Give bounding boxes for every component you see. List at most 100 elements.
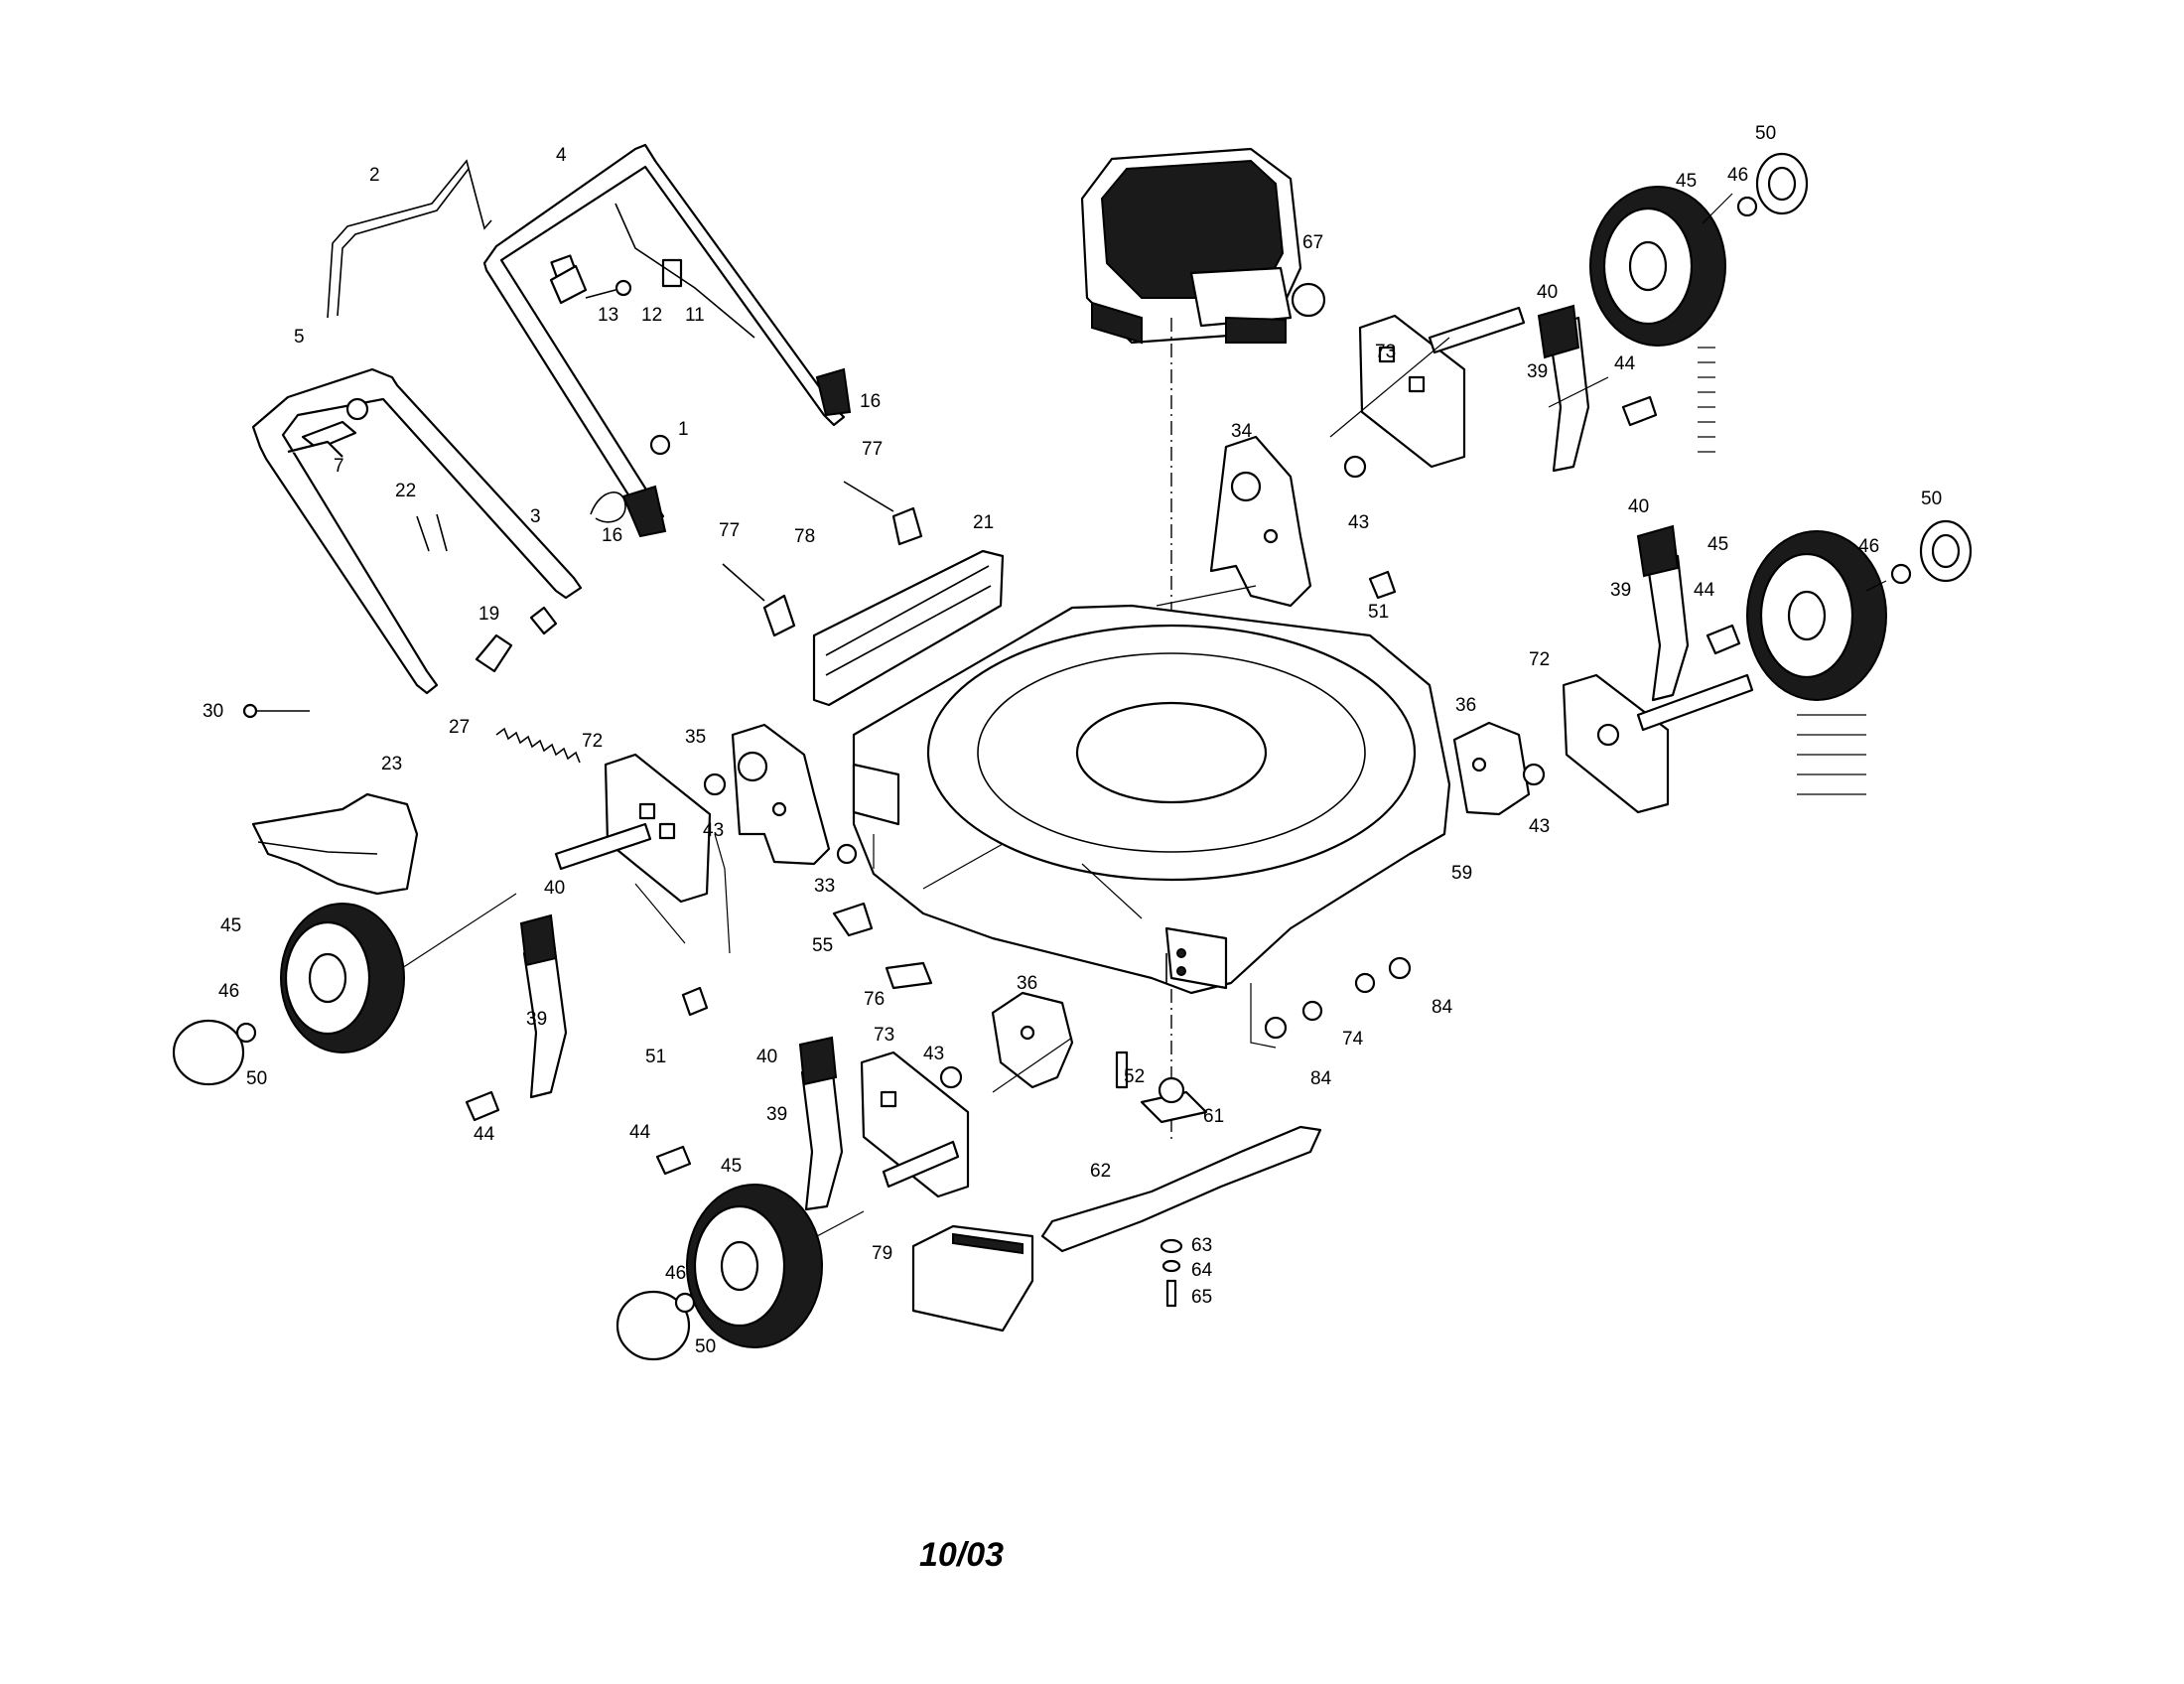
callout-23: 23 [381, 754, 402, 774]
upper-handle-part-4 [482, 143, 846, 526]
bracket-part-78 [762, 594, 796, 637]
callout-72-right: 72 [1529, 649, 1550, 670]
callout-78: 78 [794, 526, 815, 547]
blade-part-62 [1040, 1125, 1322, 1253]
callout-84-bottom: 84 [1310, 1068, 1332, 1089]
callout-40-right: 40 [1628, 496, 1649, 517]
callout-73-top: 73 [1375, 342, 1396, 362]
callout-39-top: 39 [1527, 361, 1548, 382]
callout-12: 12 [641, 305, 662, 326]
callout-39-left: 39 [526, 1009, 547, 1030]
axle-plate-part-72-right [1562, 673, 1670, 814]
callout-55: 55 [812, 935, 833, 956]
nut-part-46-right [1890, 563, 1912, 585]
rear-hardware-parts-74-84 [1250, 956, 1412, 1049]
axle-plate-part-73-top [1358, 314, 1466, 469]
handle-clip-part-19 [475, 606, 558, 673]
washers-43 [703, 455, 1546, 1089]
blade-hardware-parts-63-64-65 [1160, 1238, 1183, 1308]
margin-ticks [1698, 347, 1866, 795]
callout-61: 61 [1203, 1106, 1224, 1127]
callout-labels: 2 4 5 7 13 12 11 16 1 22 3 16 19 30 27 2… [203, 123, 1942, 1357]
chute-block-part-55 [832, 902, 874, 937]
callout-46-left: 46 [218, 981, 239, 1002]
axle-right [1636, 673, 1754, 732]
callout-27: 27 [449, 717, 470, 738]
wheel-part-45-right [1746, 530, 1887, 701]
discharge-chute-part-23 [251, 792, 419, 896]
callout-45-front: 45 [721, 1156, 742, 1177]
callout-73-bottom: 73 [874, 1025, 894, 1046]
callout-50-left: 50 [246, 1068, 267, 1089]
callout-77-left: 77 [719, 520, 740, 541]
bracket-part-36-right [1452, 721, 1531, 816]
wheel-part-45-front [686, 1184, 823, 1348]
callout-46-right: 46 [1858, 536, 1879, 557]
axle-plate-part-72-left [604, 753, 712, 904]
callout-16-top: 16 [860, 391, 881, 412]
callout-45-top: 45 [1676, 171, 1697, 192]
adapter-part-61 [1140, 1076, 1208, 1124]
callout-21: 21 [973, 512, 994, 533]
callout-39-right: 39 [1610, 580, 1631, 601]
callout-52: 52 [1124, 1066, 1145, 1087]
callout-72-left: 72 [582, 731, 603, 752]
lever-part-39-right [1646, 554, 1690, 702]
callout-30: 30 [203, 701, 223, 722]
callout-43-front: 43 [923, 1044, 944, 1064]
callout-44-front: 44 [629, 1122, 651, 1143]
callout-33: 33 [814, 876, 835, 897]
callout-1: 1 [678, 419, 689, 440]
mulch-plate-part-76 [885, 961, 933, 990]
callout-45-right: 45 [1707, 534, 1728, 555]
lever-grip-part-40-right [1636, 524, 1680, 578]
callout-16-bottom: 16 [602, 525, 622, 546]
callout-63: 63 [1191, 1235, 1212, 1256]
callout-45-left: 45 [220, 915, 241, 936]
axle-front [882, 1140, 960, 1189]
callout-3: 3 [530, 506, 541, 527]
callout-51-left: 51 [645, 1047, 666, 1067]
callout-65: 65 [1191, 1287, 1212, 1308]
lever-grip-part-40-left [519, 913, 558, 967]
rear-guard-part-21 [812, 549, 1005, 707]
callout-51-mid: 51 [1368, 602, 1389, 623]
handle-bolt-part-22 [416, 513, 448, 552]
callout-79: 79 [872, 1243, 892, 1264]
bracket-part-34 [1209, 435, 1312, 608]
callout-46-front: 46 [665, 1263, 686, 1284]
callout-44-top: 44 [1614, 353, 1636, 374]
engine-part-67 [1080, 147, 1326, 345]
hardware-bolts-44-51-33 [465, 395, 1741, 1176]
wheel-part-45-left [280, 903, 405, 1053]
callout-67: 67 [1302, 232, 1323, 253]
callout-7: 7 [334, 456, 344, 477]
callout-50-right: 50 [1921, 489, 1942, 509]
callout-43-left: 43 [703, 820, 724, 841]
handle-knobs-part-16 [621, 367, 852, 538]
wheel-part-45-top [1589, 186, 1726, 347]
pin-part-30 [242, 703, 310, 719]
callout-62: 62 [1090, 1161, 1111, 1182]
callout-36-right: 36 [1455, 695, 1476, 716]
callout-74: 74 [1342, 1029, 1364, 1050]
callout-40-front: 40 [756, 1047, 777, 1067]
lever-grip-part-40-top [1537, 304, 1580, 359]
callout-13: 13 [598, 305, 618, 326]
lower-handle-part-5 [251, 367, 583, 695]
callout-50-front: 50 [695, 1336, 716, 1357]
callout-50-top: 50 [1755, 123, 1776, 144]
callout-59: 59 [1451, 863, 1472, 884]
axle-top [1428, 306, 1526, 354]
nut-part-46-left [235, 1022, 257, 1044]
bracket-part-35 [731, 723, 831, 866]
deck-part-59 [852, 604, 1451, 995]
callout-40-top: 40 [1537, 282, 1558, 303]
callout-39-front: 39 [766, 1104, 787, 1125]
callout-22: 22 [395, 481, 416, 501]
hub-cap-part-50-left [172, 1019, 245, 1086]
baffle-part-79 [911, 1224, 1034, 1333]
callout-2: 2 [369, 165, 380, 186]
callout-19: 19 [478, 604, 499, 625]
